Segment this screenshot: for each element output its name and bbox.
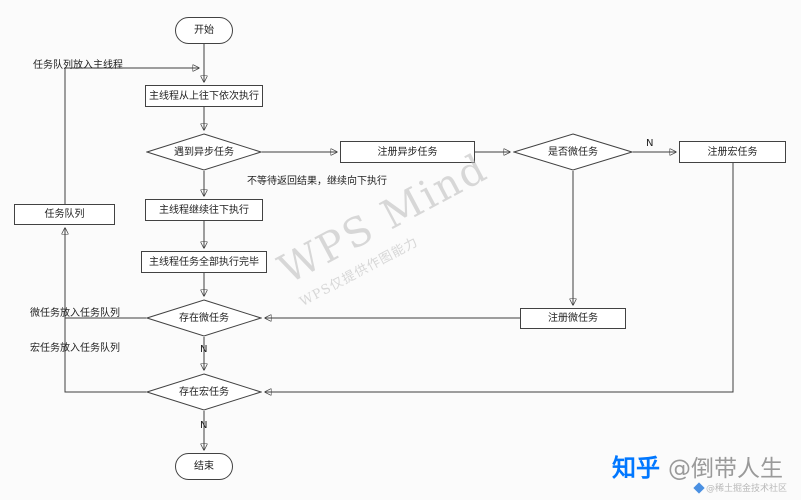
node-main-exec: 主线程从上往下依次执行	[145, 85, 263, 107]
diamond-shape	[513, 133, 633, 171]
juejin-community-label: @稀土掘金技术社区	[705, 484, 787, 494]
node-is-micro: 是否微任务	[513, 133, 633, 171]
diamond-shape	[146, 133, 262, 171]
diamond-shape	[146, 373, 262, 411]
edge-queue-to-mainline	[64, 68, 199, 204]
edge-label-n-is-micro: N	[646, 138, 654, 149]
node-exists-micro: 存在微任务	[146, 299, 262, 337]
edge-label-n-exists-micro: N	[200, 344, 208, 355]
edge-label-macro-to-queue: 宏任务放入任务队列	[30, 343, 120, 354]
node-exists-macro: 存在宏任务	[146, 373, 262, 411]
node-start: 开始	[175, 17, 233, 44]
zhihu-logo: 知乎	[612, 454, 660, 482]
node-register-micro: 注册微任务	[520, 308, 626, 329]
edge-label-n-exists-macro: N	[200, 420, 208, 431]
node-exists-micro-label: 存在微任务	[179, 312, 229, 324]
node-register-micro-label: 注册微任务	[548, 313, 598, 324]
node-main-continue: 主线程继续往下执行	[145, 199, 263, 221]
node-main-done-label: 主线程任务全部执行完毕	[149, 256, 259, 268]
node-register-async-label: 注册异步任务	[377, 146, 438, 158]
node-task-queue-label: 任务队列	[44, 209, 85, 220]
node-main-exec-label: 主线程从上往下依次执行	[149, 90, 259, 102]
node-encounter-async-label: 遇到异步任务	[174, 146, 234, 158]
node-is-micro-label: 是否微任务	[548, 146, 598, 158]
juejin-icon	[693, 481, 705, 494]
node-register-macro: 注册宏任务	[679, 141, 786, 163]
edge-existsmacro-to-queue	[64, 318, 146, 393]
node-start-label: 开始	[194, 25, 214, 36]
zhihu-credit: 知乎 @倒带人生	[612, 448, 783, 483]
edge-label-micro-to-queue: 微任务放入任务队列	[30, 308, 120, 319]
node-main-continue-label: 主线程继续往下执行	[159, 204, 249, 216]
zhihu-author: @倒带人生	[668, 456, 783, 482]
node-main-done: 主线程任务全部执行完毕	[141, 251, 267, 273]
node-task-queue: 任务队列	[14, 204, 115, 225]
node-end-label: 结束	[194, 461, 214, 472]
node-exists-macro-label: 存在宏任务	[179, 386, 229, 398]
juejin-credit: @稀土掘金技术社区	[693, 481, 787, 494]
edge-label-queue-to-main: 任务队列放入主线程	[33, 60, 123, 71]
node-register-async: 注册异步任务	[340, 141, 475, 163]
edge-registermacro-to-existsmacro	[265, 163, 734, 392]
edge-label-no-wait: 不等待返回结果，继续向下执行	[247, 176, 387, 187]
node-encounter-async: 遇到异步任务	[146, 133, 262, 171]
node-end: 结束	[175, 453, 233, 480]
diamond-shape	[146, 299, 262, 337]
node-register-macro-label: 注册宏任务	[707, 146, 758, 158]
